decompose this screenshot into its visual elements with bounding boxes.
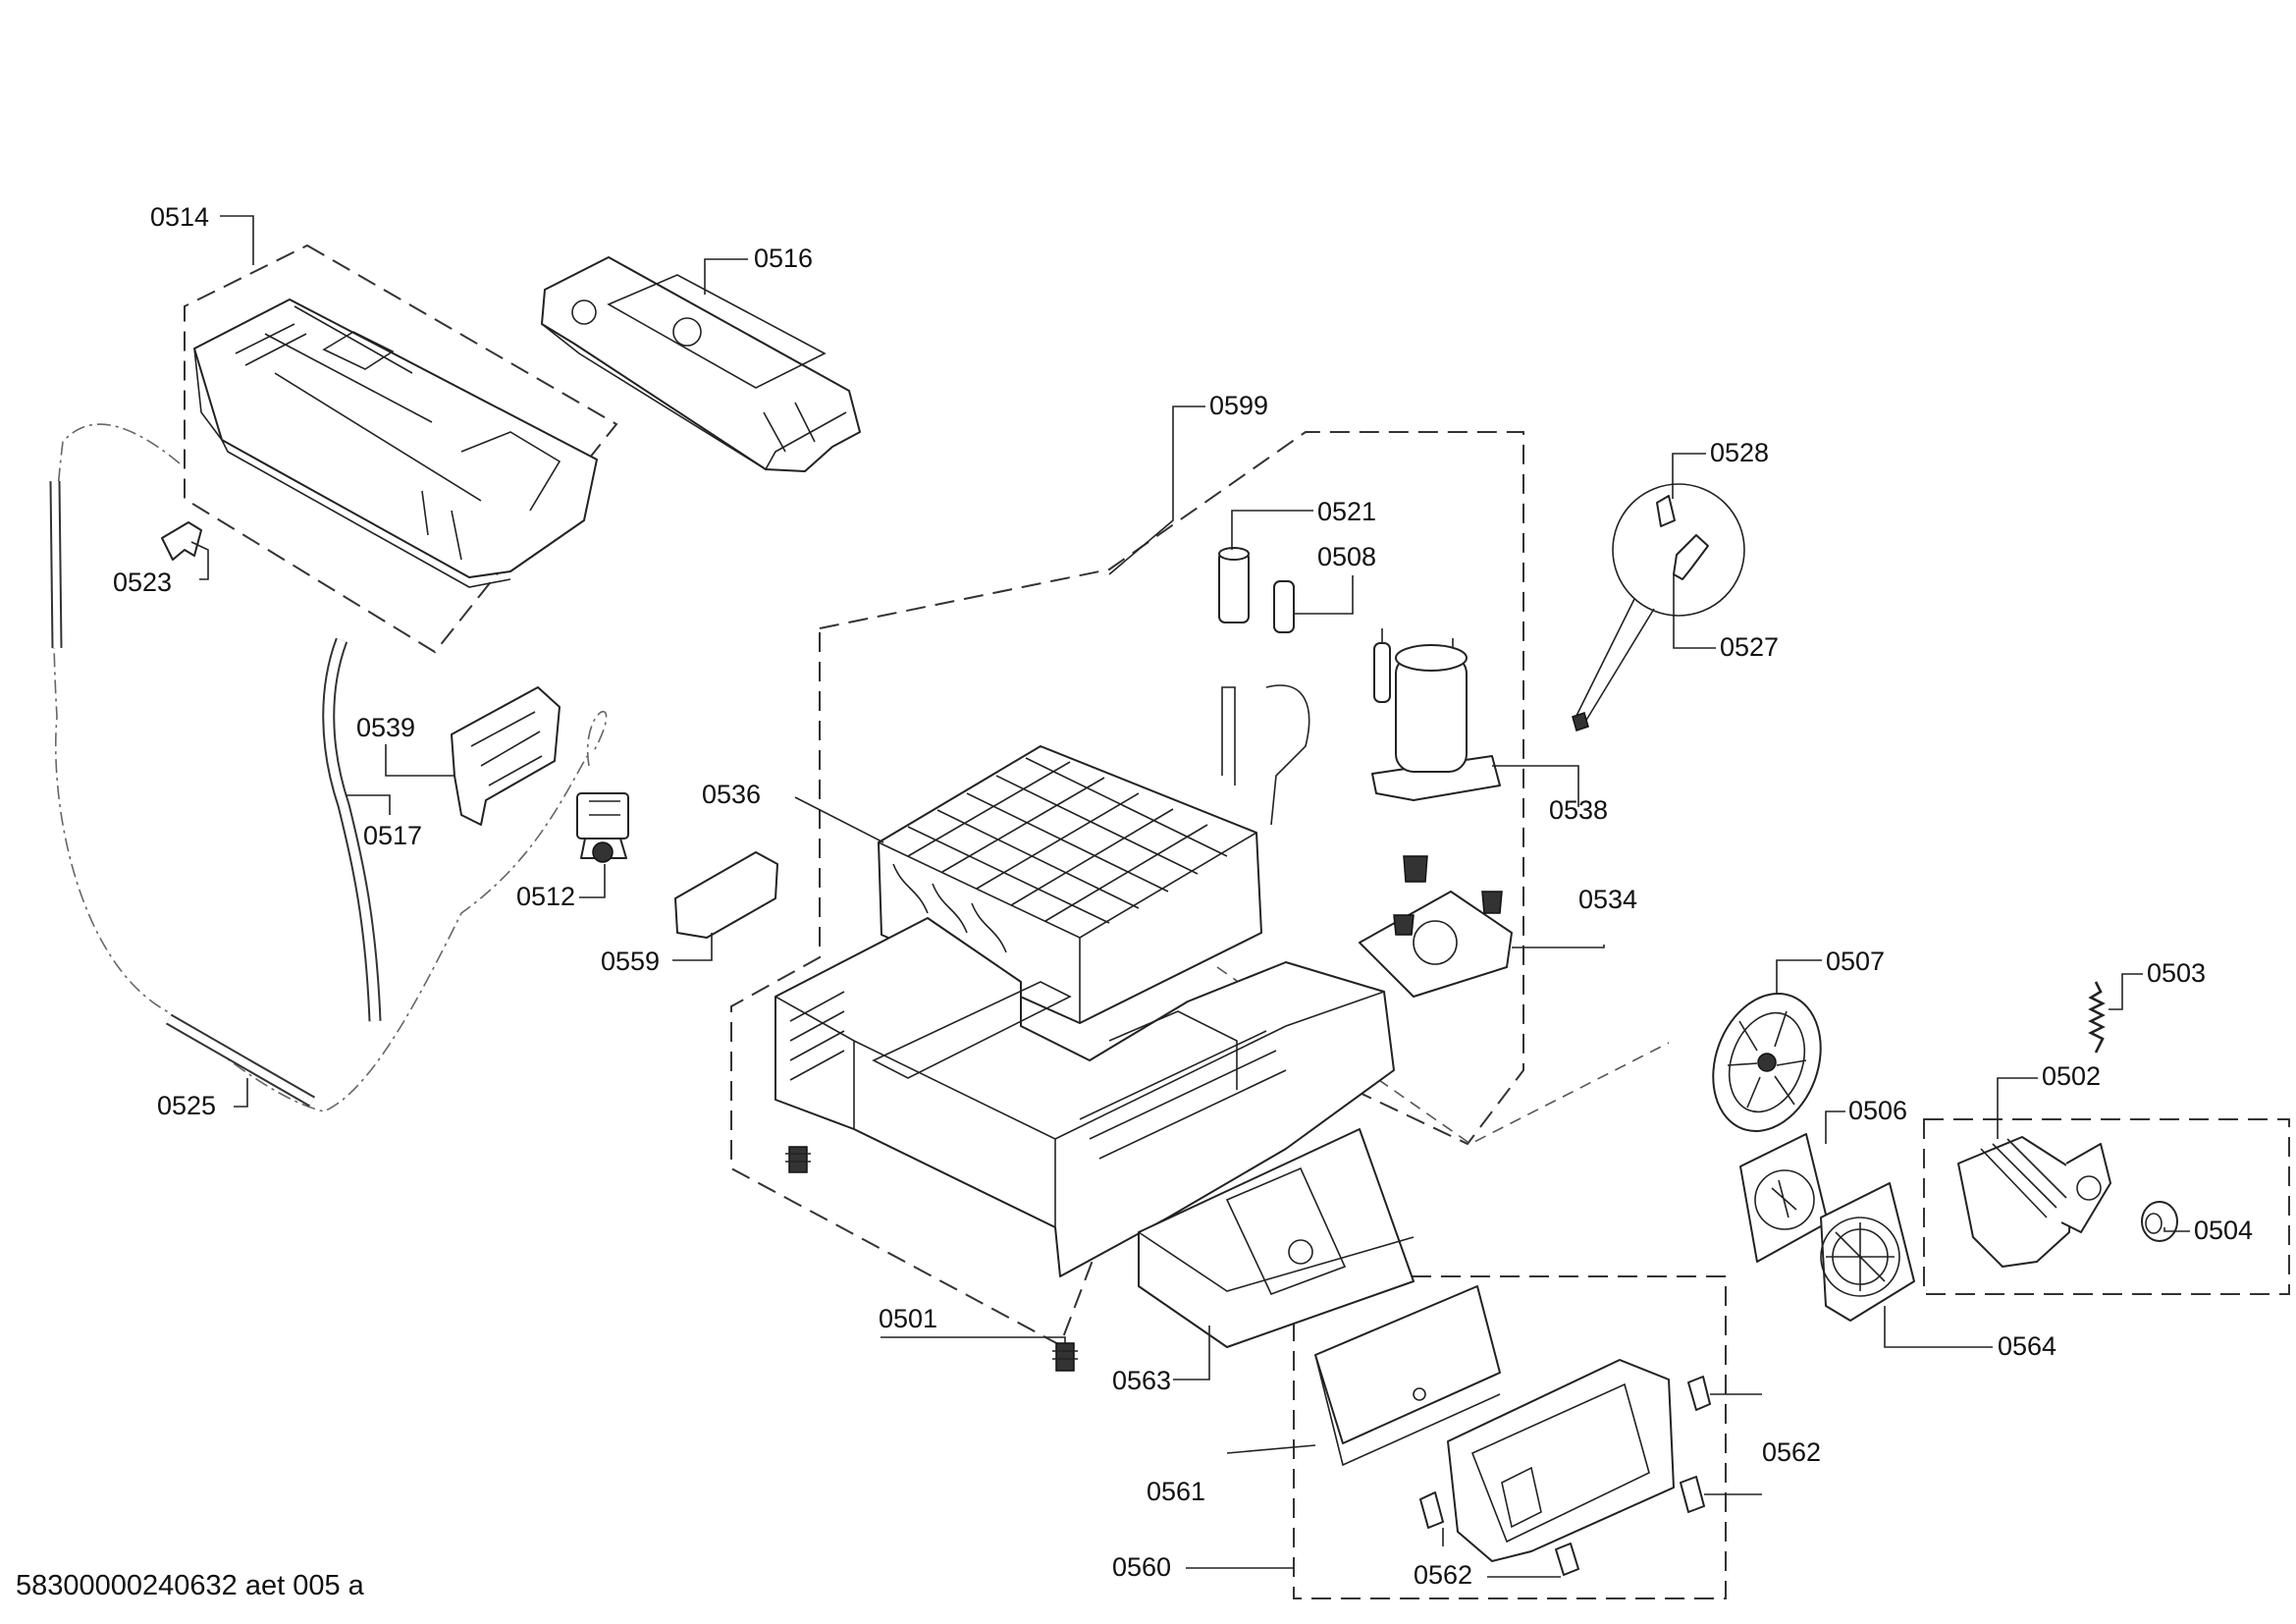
callout-0525: 0525 (157, 1091, 216, 1120)
callout-0534: 0534 (1578, 885, 1637, 914)
leader-line-0561 (1226, 1444, 1316, 1454)
hose-part-lower-inner (167, 1015, 314, 1106)
motor-part (1957, 1136, 2111, 1268)
leader-lines (190, 215, 2190, 1578)
leader-line-0539 (385, 744, 454, 777)
clip-part-0562-c (1419, 1491, 1444, 1529)
hose-part-inner (51, 480, 61, 649)
callout-0517: 0517 (363, 821, 422, 850)
group-boundary-0502 (1923, 1118, 2290, 1295)
leader-line-0517 (346, 794, 391, 815)
callout-0507: 0507 (1826, 947, 1885, 976)
leader-line-0516 (704, 258, 748, 295)
callout-0514: 0514 (150, 202, 209, 232)
fan-cover-part (1820, 1182, 1915, 1322)
callout-0516: 0516 (754, 244, 813, 273)
water-tank-part (193, 298, 598, 588)
leader-line-0521 (1231, 510, 1313, 550)
leader-line-0507 (1776, 959, 1822, 994)
sensor-cap-part (1656, 495, 1676, 527)
callout-0562: 0562 (1762, 1437, 1821, 1467)
callout-0539: 0539 (356, 713, 415, 742)
mounting-plate-part (1359, 855, 1513, 998)
clip-part-0562-a (1687, 1376, 1711, 1411)
pump-bracket-part (451, 686, 561, 826)
sensor-small-part (1572, 712, 1589, 731)
callout-0563: 0563 (1112, 1366, 1171, 1395)
callout-0564: 0564 (1998, 1331, 2056, 1361)
compressor-part (1371, 628, 1501, 801)
leader-line-0503 (2109, 973, 2143, 1010)
callout-0521: 0521 (1317, 497, 1376, 526)
leader-line-0534 (1512, 945, 1605, 948)
callout-0512: 0512 (516, 882, 575, 911)
leader-line-0502 (1997, 1077, 2038, 1139)
clip-part (161, 521, 202, 561)
hose-route-line (52, 423, 588, 1112)
callout-0527: 0527 (1720, 632, 1779, 662)
fan-housing-part (1739, 1133, 1829, 1263)
leader-line-0536 (794, 796, 884, 843)
leader-line-0514 (220, 215, 254, 265)
leader-line-0512 (579, 864, 606, 898)
callout-0508: 0508 (1317, 542, 1376, 571)
bearing-inner (2145, 1213, 2163, 1234)
leader-line-0564 (1884, 1306, 1993, 1348)
drain-hose-part-inner (324, 638, 380, 1022)
leader-line-0527 (1673, 574, 1716, 649)
callout-0599: 0599 (1209, 391, 1268, 420)
leader-line-0538 (1492, 765, 1579, 807)
callout-0562: 0562 (1414, 1560, 1472, 1590)
leader-line-0506 (1825, 1110, 1845, 1144)
callout-0506: 0506 (1848, 1096, 1907, 1125)
clip-part-0562-d (1555, 1543, 1579, 1576)
callout-0528: 0528 (1710, 438, 1769, 467)
capacitor-top (1218, 547, 1250, 561)
fan-wheel-part (1712, 993, 1822, 1132)
leader-line-0501 (881, 1336, 1066, 1343)
hose-route-line-2 (586, 710, 608, 767)
tank-cover-part (541, 256, 861, 472)
holder-part (674, 851, 778, 939)
panel-part (1314, 1285, 1501, 1467)
callout-0538: 0538 (1549, 795, 1608, 825)
drawer-housing-part (1447, 1359, 1675, 1562)
spring-part (2088, 981, 2106, 1054)
clip-part-0562-b (1680, 1476, 1705, 1513)
capacitor-part (1218, 551, 1250, 623)
callout-0561: 0561 (1147, 1477, 1205, 1506)
drawer-tray-part (1138, 1128, 1415, 1348)
component-0508-part (1273, 580, 1295, 633)
callout-0536: 0536 (702, 780, 761, 809)
group-boundary-0514 (184, 244, 618, 654)
leader-line-0559 (672, 933, 713, 961)
leader-line-0563 (1173, 1326, 1210, 1380)
callout-0502: 0502 (2042, 1061, 2101, 1091)
foot-part (785, 1146, 1078, 1372)
leader-line-0525 (234, 1078, 248, 1108)
leader-line-0504 (2163, 1227, 2190, 1232)
leader-line-0523 (190, 541, 209, 580)
bearing-part (2141, 1201, 2178, 1242)
leader-line-0528 (1672, 453, 1706, 499)
callout-0503: 0503 (2147, 958, 2206, 988)
group-boundary-0560 (1293, 1275, 1727, 1599)
drawing-code: 58300000240632 aet 005 a (16, 1570, 365, 1601)
callout-labels: 0514 0516 0599 0523 0521 0508 0528 0527 0539 0517… (113, 202, 2253, 1590)
detail-leader (1573, 598, 1655, 728)
leader-line-0508 (1294, 575, 1354, 615)
callout-0523: 0523 (113, 568, 172, 597)
callout-0560: 0560 (1112, 1552, 1171, 1582)
sensor-part (1673, 534, 1709, 580)
pump-part (576, 792, 629, 863)
detail-circle (1612, 483, 1745, 617)
leader-line-0599 (1108, 406, 1205, 575)
callout-0559: 0559 (601, 947, 660, 976)
callout-0501: 0501 (879, 1304, 937, 1333)
base-frame-part (774, 917, 1395, 1277)
callout-0504: 0504 (2194, 1216, 2253, 1245)
